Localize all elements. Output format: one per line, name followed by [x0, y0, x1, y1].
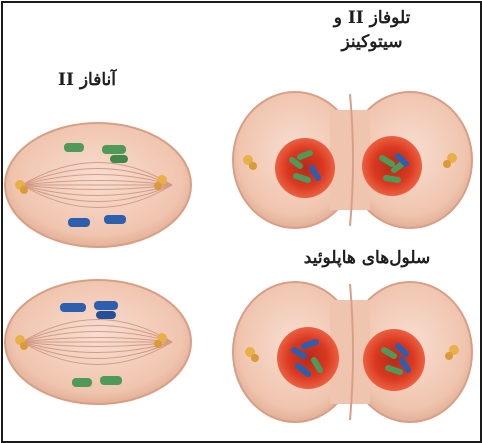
- anaphase-ii-label: آنافاز II: [32, 68, 142, 92]
- haploid-cells-label: سلول‌های هاپلوئید: [278, 246, 456, 270]
- telophase-cell-top: [233, 92, 472, 228]
- nucleus: [277, 327, 339, 389]
- anaphase-cell-top: [5, 123, 191, 247]
- nucleus: [363, 329, 425, 391]
- telophase-label: تلوفاز II و سیتوکینز: [292, 6, 452, 54]
- telophase-label-line1: تلوفاز II و: [292, 6, 452, 30]
- telophase-label-line2: سیتوکینز: [292, 30, 452, 54]
- haploid-cells: [233, 282, 472, 422]
- anaphase-cell-bottom: [5, 280, 191, 404]
- nucleus: [275, 138, 335, 198]
- nucleus: [362, 136, 422, 196]
